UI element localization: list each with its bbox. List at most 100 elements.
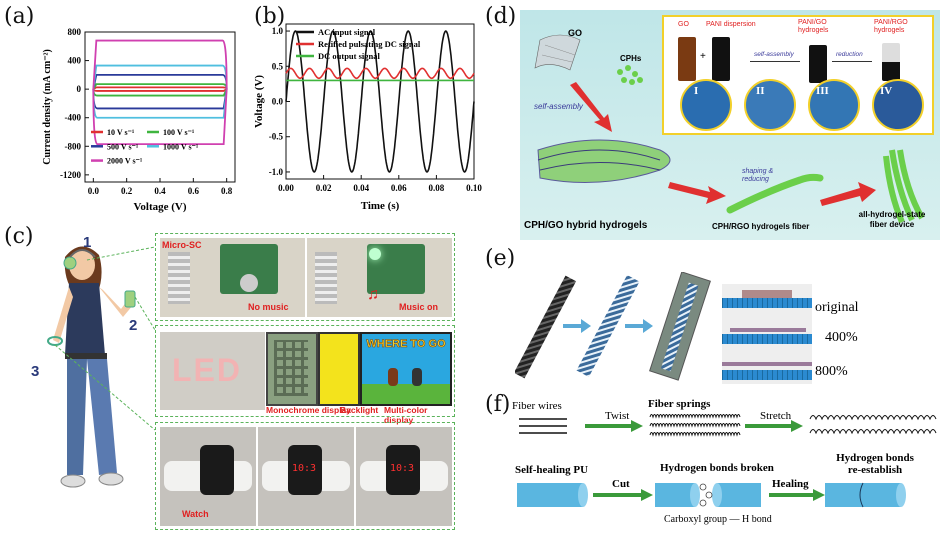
a-series-4: [92, 39, 228, 146]
watch-photo-1: Watch: [160, 427, 256, 526]
vial-label-go: GO: [678, 21, 689, 28]
b-xtick: 0.10: [466, 183, 482, 193]
multicolor-display: WHERE TO GO: [360, 332, 452, 406]
shaping-label: shaping & reducing: [742, 168, 774, 183]
device-label: all-hydrogel-state fiber device: [858, 210, 926, 229]
plus-sign: +: [700, 51, 706, 62]
panel-label-c: (c): [4, 224, 34, 249]
b-ytick: -1.0: [269, 167, 284, 177]
music-photo-off: Micro-SC No music: [160, 238, 305, 317]
fiber-label: CPH/RGO hydrogels fiber: [712, 222, 810, 231]
roman-2: II: [756, 85, 765, 97]
reduction-step: reduction: [836, 51, 863, 58]
b-xtick: 0.06: [391, 183, 407, 193]
b-xtick: 0.04: [353, 183, 369, 193]
a-series-0: [92, 86, 228, 92]
roman-1: I: [694, 85, 699, 97]
a-legend-entry: 500 V s⁻¹: [107, 142, 139, 151]
spring-coil: [649, 432, 741, 437]
figure-character: 1 2 3: [25, 234, 156, 530]
self-assembly-label: self-assembly: [534, 102, 583, 111]
sem-image-3: [808, 79, 860, 131]
a-ytick: -400: [65, 113, 82, 123]
a-ylabel: Current density (mA cm⁻²): [42, 49, 53, 165]
roman-3: III: [816, 85, 829, 97]
process-diagram: [517, 414, 937, 508]
400-label: 400%: [825, 330, 858, 345]
fiber-wires-label: Fiber wires: [512, 400, 562, 412]
led-text: LED: [172, 352, 242, 388]
where-to-go-text: WHERE TO GO: [366, 338, 446, 351]
a-xtick: 0.6: [188, 186, 200, 196]
fiber-springs-label: Fiber springs: [648, 398, 711, 410]
b-xtick: 0.00: [278, 183, 294, 193]
display-demo-box: LED WHERE TO GO Monochrome display Backl…: [155, 325, 455, 425]
b-ytick: 0.0: [272, 97, 284, 107]
b-legend-entry: AC input signal: [318, 27, 376, 37]
b-xtick: 0.08: [429, 183, 445, 193]
monochrome-label: Monochrome display: [266, 405, 352, 415]
b-legend-entry: DC output signal: [318, 51, 381, 61]
roman-4: IV: [880, 85, 893, 97]
watch-photo-2: 10:3: [258, 427, 354, 526]
cphs-label: CPHs: [620, 54, 642, 63]
no-music-label: No music: [248, 302, 289, 312]
twist-label: Twist: [605, 410, 630, 422]
a-xtick: 0.4: [154, 186, 166, 196]
vial-label-pani-go: PANI/GO hydrogels: [798, 19, 829, 34]
spring-coil: [649, 423, 741, 428]
watch-digits-1: 10:3: [292, 463, 317, 474]
a-legend-entry: 2000 V s⁻¹: [107, 157, 143, 166]
a-xtick: 0.0: [88, 186, 100, 196]
cut-label: Cut: [612, 478, 630, 490]
a-legend-entry: 1000 V s⁻¹: [163, 142, 199, 151]
panel-label-e: (e): [485, 246, 516, 271]
monochrome-display: [266, 332, 318, 406]
vial-panel: GO PANI dispersion PANI/GO hydrogels PAN…: [662, 15, 934, 135]
sem-image-2: [744, 79, 796, 131]
b-series-1: [285, 67, 475, 80]
b-series-0: [285, 30, 475, 173]
a-xlabel: Voltage (V): [133, 201, 186, 213]
800-label: 800%: [815, 364, 848, 379]
original-label: original: [815, 300, 859, 315]
watch-digits-2: 10:3: [390, 463, 415, 474]
sem-image-1: [680, 79, 732, 131]
backlight-label: Backlight: [340, 405, 379, 415]
music-demo-box: Micro-SC No music ♫ Music on: [155, 233, 455, 321]
vial-label-pani-rgo: PANI/RGO hydrogels: [874, 19, 908, 34]
a-ytick: -1200: [60, 170, 81, 180]
healing-label: Healing: [772, 478, 809, 490]
led-photo: LED: [160, 332, 265, 410]
a-xtick: 0.8: [221, 186, 233, 196]
b-ytick: -0.5: [269, 132, 284, 142]
go-label: GO: [568, 28, 583, 38]
reestablish-label-2: re-establish: [847, 464, 903, 476]
marker-1: 1: [83, 234, 92, 251]
micro-sc-label: Micro-SC: [162, 240, 202, 250]
music-on-label: Music on: [399, 302, 439, 312]
spring-coil: [809, 415, 937, 421]
panel-label-b: (b): [254, 4, 286, 29]
self-assembly-step: self-assembly: [754, 51, 794, 58]
b-ytick: 0.5: [272, 61, 284, 71]
a-ytick: 400: [68, 56, 82, 66]
panel-label-f: (f): [485, 392, 511, 417]
self-healing-label: Self-healing PU: [515, 464, 589, 476]
broken-label: Hydrogen bonds broken: [660, 462, 774, 474]
a-ytick: 800: [68, 27, 82, 37]
a-legend-entry: 100 V s⁻¹: [163, 128, 195, 137]
watch-photo-3: 10:3: [356, 427, 452, 526]
a-series-1: [92, 83, 228, 97]
panel-label-d: (d): [485, 4, 517, 29]
music-note-icon: ♫: [367, 286, 379, 303]
music-photo-on: ♫ Music on: [307, 238, 452, 317]
watch-label: Watch: [182, 509, 209, 519]
spring-coil: [649, 414, 741, 419]
sem-image-4: [872, 79, 924, 131]
marker-3: 3: [31, 363, 40, 380]
a-ytick: -800: [65, 141, 82, 151]
stretch-label: Stretch: [760, 410, 792, 422]
